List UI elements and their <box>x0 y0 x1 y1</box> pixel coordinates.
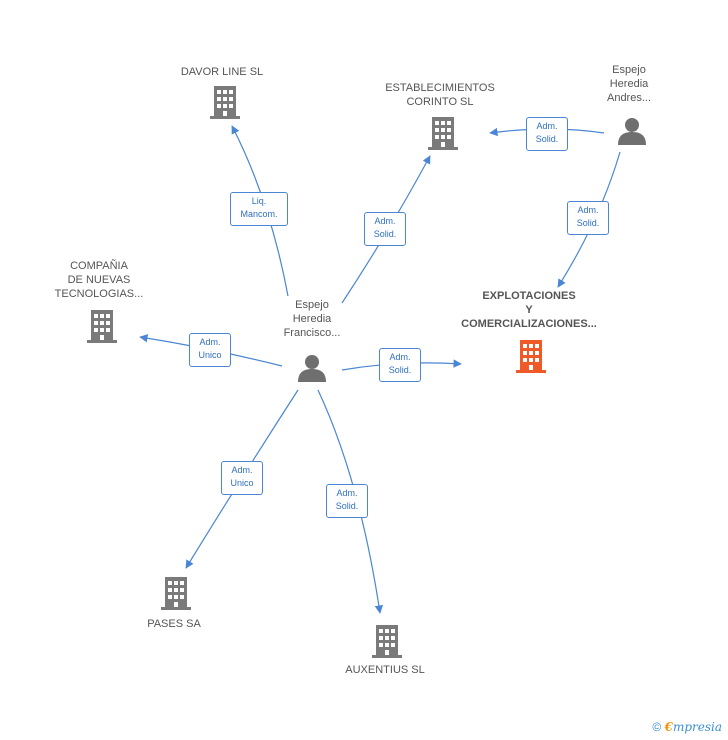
badge-line: Unico <box>230 478 254 488</box>
node-auxentius-sl[interactable]: AUXENTIUS SL <box>335 663 435 677</box>
node-label: PASES SA <box>147 618 201 630</box>
node-pases-sa[interactable]: PASES SA <box>124 617 224 631</box>
copyright-icon: © <box>652 720 662 734</box>
badge-line: Liq. <box>251 196 267 206</box>
node-label-line: Y <box>525 304 533 316</box>
badge-line: Adm. <box>374 216 396 226</box>
role-badge-adm-unico: Adm. Unico <box>221 461 263 495</box>
badge-line: Adm. <box>199 337 221 347</box>
badge-line: Adm. <box>231 465 253 475</box>
node-label-line: Heredia <box>609 78 649 90</box>
node-compania-nuevas-tecnologias[interactable]: COMPAÑIA DE NUEVAS TECNOLOGIAS... <box>44 259 154 301</box>
person-icon <box>298 355 326 382</box>
role-badge-adm-solid: Adm. Solid. <box>526 117 568 151</box>
node-label-line: Espejo <box>612 64 646 76</box>
role-badge-adm-solid: Adm. Solid. <box>326 484 368 518</box>
node-label-line: CORINTO SL <box>406 96 474 108</box>
badge-line: Adm. <box>536 121 558 131</box>
badge-line: Solid. <box>373 229 397 239</box>
node-establecimientos-corinto[interactable]: ESTABLECIMIENTOS CORINTO SL <box>370 81 510 109</box>
node-label-line: TECNOLOGIAS... <box>54 288 144 300</box>
badge-line: Adm. <box>577 205 599 215</box>
node-label-line: Heredia <box>292 313 332 325</box>
node-espejo-heredia-francisco[interactable]: Espejo Heredia Francisco... <box>262 298 362 340</box>
person-icon <box>618 118 646 145</box>
empresia-brand[interactable]: © €mpresia <box>652 720 722 734</box>
node-label-line: Francisco... <box>283 327 341 339</box>
badge-line: Solid. <box>576 218 600 228</box>
brand-logo-text: mpresia <box>672 720 722 734</box>
node-label-line: COMERCIALIZACIONES... <box>461 318 597 330</box>
badge-line: Mancom. <box>240 209 278 219</box>
node-label-line: EXPLOTACIONES <box>482 290 576 302</box>
node-label: AUXENTIUS SL <box>345 664 425 676</box>
role-badge-adm-unico: Adm. Unico <box>189 333 231 367</box>
badge-line: Adm. <box>336 488 358 498</box>
node-label-line: Andres... <box>606 92 652 104</box>
node-explotaciones-comercializaciones[interactable]: EXPLOTACIONES Y COMERCIALIZACIONES... <box>449 289 609 331</box>
building-icon <box>428 117 458 150</box>
badge-line: Solid. <box>535 134 559 144</box>
node-label-line: DE NUEVAS <box>67 274 131 286</box>
role-badge-adm-solid: Adm. Solid. <box>379 348 421 382</box>
badge-line: Adm. <box>389 352 411 362</box>
node-label-line: Espejo <box>295 299 329 311</box>
building-icon <box>87 310 117 343</box>
role-badge-adm-solid: Adm. Solid. <box>364 212 406 246</box>
building-icon <box>210 86 240 119</box>
building-icon <box>161 577 191 610</box>
node-label: DAVOR LINE SL <box>180 66 264 78</box>
node-espejo-heredia-andres[interactable]: Espejo Heredia Andres... <box>589 63 669 105</box>
role-badge-adm-solid: Adm. Solid. <box>567 201 609 235</box>
building-icon <box>516 340 546 373</box>
badge-line: Unico <box>198 350 222 360</box>
building-icon <box>372 625 402 658</box>
badge-line: Solid. <box>335 501 359 511</box>
node-label-line: COMPAÑIA <box>70 260 128 272</box>
brand-logo-letter: € <box>664 720 673 734</box>
role-badge-liq-mancom: Liq. Mancom. <box>230 192 288 226</box>
node-davor-line[interactable]: DAVOR LINE SL <box>162 65 282 79</box>
node-label-line: ESTABLECIMIENTOS <box>385 82 495 94</box>
badge-line: Solid. <box>388 365 412 375</box>
